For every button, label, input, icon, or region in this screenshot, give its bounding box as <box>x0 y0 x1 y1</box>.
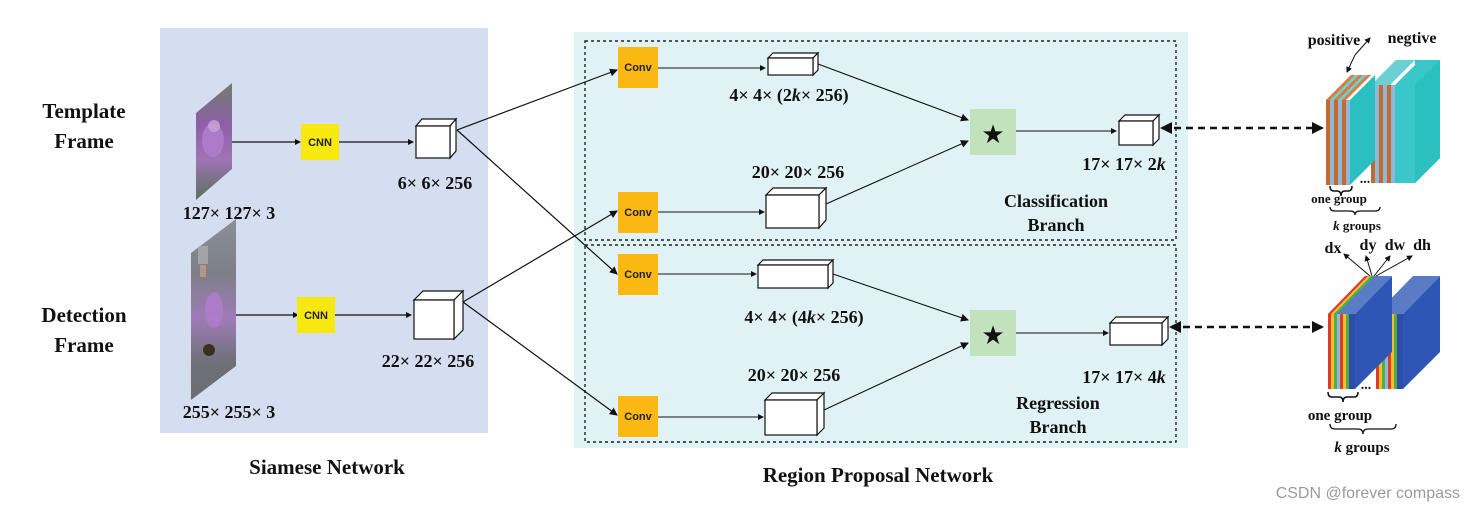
cnn-block-template <box>301 124 339 160</box>
rpn-panel <box>574 32 1188 448</box>
template-size-label: 127× 127× 3 <box>183 203 276 223</box>
template-frame-label: Template <box>42 99 125 123</box>
conv-block-reg-template: Conv <box>618 254 658 295</box>
conv-block-cls-search: Conv <box>618 192 658 233</box>
dw-label: dw <box>1385 237 1406 254</box>
negative-label: negtive <box>1388 30 1437 47</box>
classification-branch-label-2: Branch <box>1027 215 1084 235</box>
watermark: CSDN @forever compass <box>1276 485 1460 502</box>
cls-output-size: 17× 17× 2k <box>1082 154 1166 174</box>
cls-search-cube <box>764 186 828 230</box>
cls-output-volume <box>1326 60 1440 185</box>
cls-ellipsis: ... <box>1360 172 1371 187</box>
svg-text:Conv: Conv <box>624 207 652 219</box>
svg-text:CNN: CNN <box>308 137 332 149</box>
conv-block-cls-template: Conv <box>618 47 658 88</box>
reg-kernel-cube <box>756 258 835 290</box>
template-feature-size: 6× 6× 256 <box>398 173 473 193</box>
svg-text:Conv: Conv <box>624 269 652 281</box>
template-frame-label-2: Frame <box>54 129 113 153</box>
dy-label: dy <box>1360 237 1377 254</box>
regression-branch-box <box>584 244 1177 443</box>
cls-one-group-label: one group <box>1311 191 1367 206</box>
reg-search-size: 20× 20× 256 <box>748 365 841 385</box>
svg-text:★: ★ <box>981 321 1004 351</box>
svg-text:CNN: CNN <box>304 310 328 322</box>
template-feature-cube <box>414 117 458 160</box>
svg-text:Conv: Conv <box>624 411 652 423</box>
rpn-title: Region Proposal Network <box>763 463 994 487</box>
dh-label: dh <box>1413 237 1431 254</box>
siamese-network-title: Siamese Network <box>249 455 405 479</box>
detection-frame-image <box>191 219 236 400</box>
classification-branch-box <box>584 40 1177 241</box>
reg-search-cube <box>763 391 826 437</box>
cnn-block-detection <box>297 297 335 333</box>
cls-k-groups-label: k groups <box>1333 218 1381 233</box>
reg-output-cube <box>1108 315 1170 347</box>
detection-feature-cube <box>412 289 465 341</box>
regression-branch-label: Regression <box>1016 393 1100 413</box>
reg-correlation-block: ★ <box>970 310 1016 356</box>
reg-kernel-size: 4× 4× (4k× 256) <box>744 307 863 328</box>
cls-correlation-block: ★ <box>970 109 1016 155</box>
detection-feature-size: 22× 22× 256 <box>382 351 475 371</box>
reg-output-size: 17× 17× 4k <box>1082 367 1166 387</box>
detection-size-label: 255× 255× 3 <box>183 402 276 422</box>
reg-output-volume <box>1328 276 1440 389</box>
dx-label: dx <box>1325 240 1342 257</box>
positive-label: positive <box>1308 32 1360 49</box>
svg-text:Conv: Conv <box>624 62 652 74</box>
detection-frame-label: Detection <box>41 303 126 327</box>
template-frame-image <box>196 83 232 200</box>
cls-kernel-cube <box>766 51 820 77</box>
reg-ellipsis: ... <box>1361 378 1372 393</box>
regression-branch-label-2: Branch <box>1029 417 1086 437</box>
reg-one-group-label: one group <box>1308 408 1372 424</box>
cls-kernel-size: 4× 4× (2k× 256) <box>729 85 848 106</box>
detection-frame-label-2: Frame <box>54 333 113 357</box>
conv-block-reg-search: Conv <box>618 396 658 437</box>
classification-branch-label: Classification <box>1004 191 1108 211</box>
cls-output-cube <box>1117 113 1161 147</box>
reg-k-groups-label: k groups <box>1334 440 1389 456</box>
svg-text:★: ★ <box>981 120 1004 150</box>
cls-search-size: 20× 20× 256 <box>752 162 845 182</box>
